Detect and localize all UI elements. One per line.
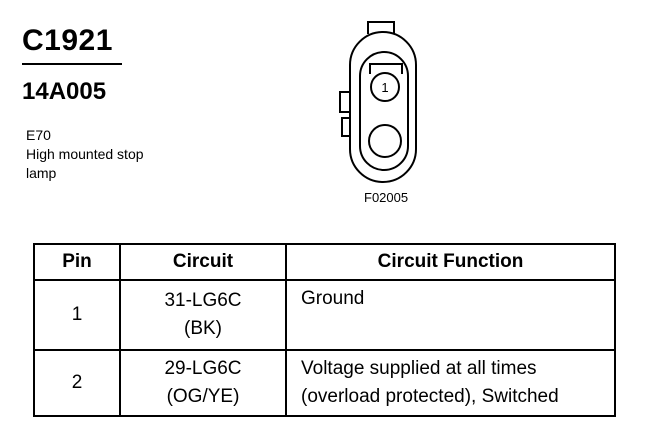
function-text: Voltage supplied at all times	[301, 358, 537, 379]
table-header-row: Pin Circuit Circuit Function	[33, 243, 616, 281]
connector-side-key	[339, 91, 350, 113]
circuit-cell: 31-LG6C (BK)	[119, 279, 287, 351]
description-line: lamp	[26, 165, 57, 181]
pin-2-cavity	[368, 124, 402, 158]
description-line: E70	[26, 127, 51, 143]
connector-housing-outer	[349, 31, 417, 183]
connector-face-diagram: 1	[339, 21, 417, 183]
table-row: 1 31-LG6C (BK) Ground	[33, 279, 616, 351]
connector-description: E70 High mounted stop lamp	[26, 126, 144, 183]
column-header-circuit-function: Circuit Function	[285, 243, 616, 281]
table-row: 2 29-LG6C (OG/YE) Voltage supplied at al…	[33, 349, 616, 417]
function-text: (overload protected), Switched	[301, 386, 559, 407]
circuit-cell: 29-LG6C (OG/YE)	[119, 349, 287, 417]
circuit-color: (BK)	[184, 318, 222, 339]
circuit-color: (OG/YE)	[166, 386, 240, 407]
connector-latch	[367, 21, 395, 34]
connector-housing-inner	[359, 51, 409, 171]
pin-1-label: 1	[381, 80, 388, 95]
function-cell: Voltage supplied at all times (overload …	[285, 349, 616, 417]
function-text: Ground	[301, 288, 365, 309]
circuit-code: 29-LG6C	[164, 358, 242, 379]
pin-cell: 2	[33, 349, 121, 417]
pin-circuit-table: Pin Circuit Circuit Function 1 31-LG6C (…	[33, 243, 616, 417]
figure-id: F02005	[364, 190, 409, 205]
connector-id: C1921	[22, 24, 113, 57]
connector-side-key	[341, 117, 350, 137]
description-line: High mounted stop	[26, 146, 144, 162]
title-underline	[22, 63, 122, 65]
column-header-circuit: Circuit	[119, 243, 287, 281]
column-header-pin: Pin	[33, 243, 121, 281]
circuit-code: 31-LG6C	[164, 290, 242, 311]
pin-1-keyway	[369, 63, 403, 74]
part-number: 14A005	[22, 78, 107, 105]
pin-cell: 1	[33, 279, 121, 351]
pin-1-cavity	[370, 72, 400, 102]
function-cell: Ground	[285, 279, 616, 351]
